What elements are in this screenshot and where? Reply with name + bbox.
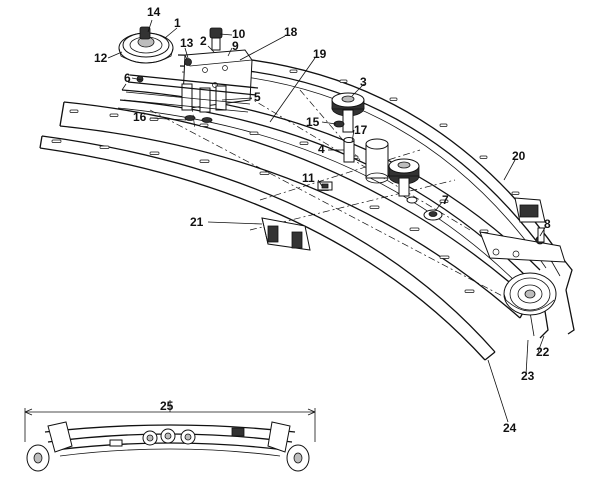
upper-guide-strip (59, 101, 531, 319)
callout-7: 7 (442, 193, 449, 207)
callout-8: 8 (544, 217, 551, 231)
callout-6: 6 (124, 71, 131, 85)
callout-23: 23 (521, 369, 535, 383)
assembled-view (24, 408, 316, 472)
leader-lines (107, 19, 547, 423)
top-left-bracket (123, 27, 259, 123)
callout-13: 13 (180, 36, 194, 50)
callout-9: 9 (232, 39, 239, 53)
callout-19: 19 (313, 47, 327, 61)
callout-20: 20 (512, 149, 526, 163)
knobs (331, 92, 420, 197)
callout-11: 11 (302, 171, 315, 185)
callout-12: 12 (94, 51, 108, 65)
lower-wide-strip (39, 135, 496, 361)
washer-nut (406, 196, 443, 221)
top-left-wheel (118, 26, 174, 64)
callout-16: 16 (133, 110, 147, 124)
right-bracket (479, 197, 566, 263)
callout-5: 5 (254, 90, 261, 104)
bottom-right-wheel (503, 272, 557, 316)
cylinder-spacer (333, 120, 389, 184)
callout-18: 18 (284, 25, 298, 39)
callout-3: 3 (360, 75, 367, 89)
callout-15: 15 (306, 115, 320, 129)
callout-22: 22 (536, 345, 550, 359)
callout-labels: 14 1 10 2 9 18 12 13 6 19 3 5 16 15 17 4… (94, 5, 551, 435)
center-bracket (261, 181, 333, 251)
callout-2: 2 (200, 34, 207, 48)
main-assembly (39, 26, 575, 361)
callout-4: 4 (318, 142, 325, 156)
callout-17: 17 (354, 123, 368, 137)
callout-25: 25 (160, 399, 174, 413)
callout-1: 1 (174, 16, 181, 30)
callout-21: 21 (190, 215, 204, 229)
callout-10: 10 (232, 27, 246, 41)
callout-14: 14 (147, 5, 161, 19)
callout-24: 24 (503, 421, 517, 435)
